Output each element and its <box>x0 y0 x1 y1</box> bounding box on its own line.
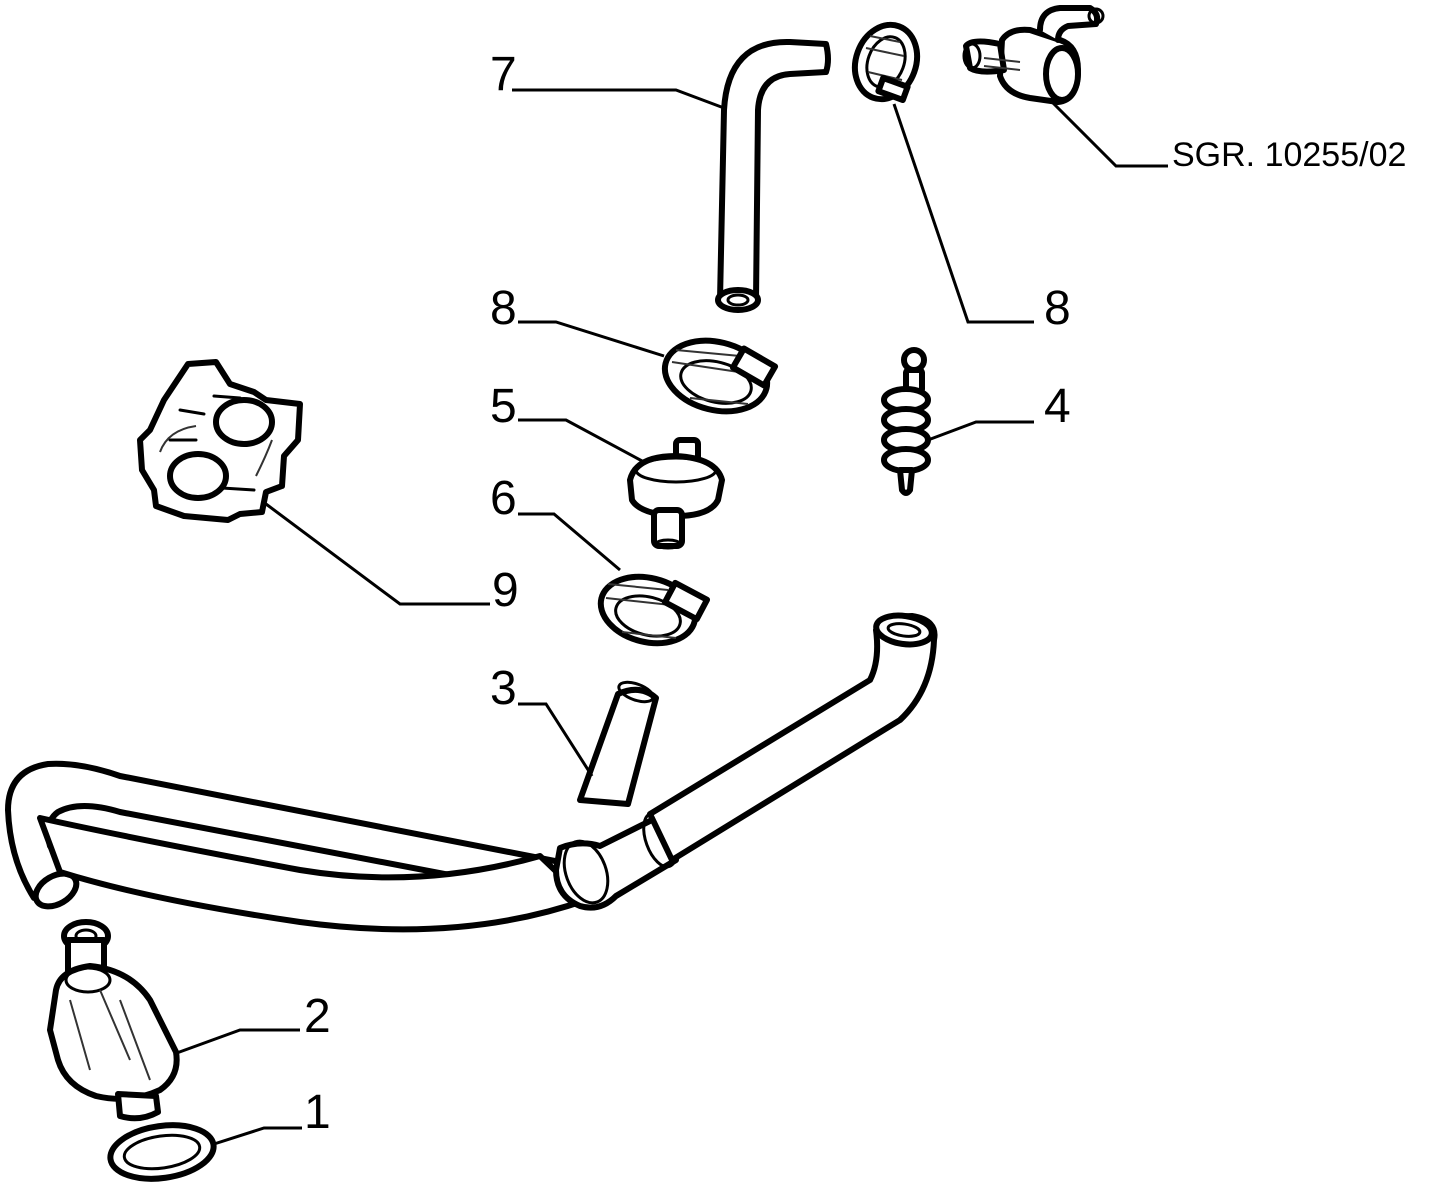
leader-1 <box>213 1126 302 1146</box>
part-8-clamp-middle <box>661 337 779 415</box>
leader-5 <box>518 418 645 464</box>
callout-5: 5 <box>490 380 517 433</box>
callout-1: 1 <box>304 1086 331 1139</box>
part-6-clamp <box>597 573 711 647</box>
callout-8-top: 8 <box>1044 282 1071 335</box>
callout-2: 2 <box>304 990 331 1043</box>
leader-8-middle <box>518 320 665 358</box>
leader-6 <box>518 512 621 572</box>
leader-9 <box>265 502 490 606</box>
part-2-cap <box>47 919 180 1122</box>
callout-4: 4 <box>1044 380 1071 433</box>
leader-3 <box>518 702 594 777</box>
part-8-clamp-top <box>851 21 921 104</box>
leader-2 <box>173 1028 300 1056</box>
part-3-hose-assembly <box>5 612 938 933</box>
leader-ref <box>1048 98 1168 168</box>
part-9-bracket <box>137 359 303 523</box>
part-4-bleeder <box>881 347 931 496</box>
callout-8-middle: 8 <box>490 282 517 335</box>
leader-lines <box>173 88 1168 1146</box>
part-5-valve <box>627 437 725 550</box>
callout-9: 9 <box>492 564 519 617</box>
part-7-hose <box>715 38 831 313</box>
leader-4 <box>927 420 1034 442</box>
callout-7: 7 <box>490 48 517 101</box>
part-1-seal <box>107 1122 217 1182</box>
callout-3: 3 <box>490 662 517 715</box>
callout-6: 6 <box>490 472 517 525</box>
leader-8-top <box>892 103 1034 324</box>
callout-labels: 7 8 SGR. 10255/02 8 5 4 6 9 3 2 1 <box>304 48 1406 1139</box>
leader-7 <box>512 88 725 110</box>
reference-fitting <box>962 5 1105 105</box>
callout-reference: SGR. 10255/02 <box>1172 136 1406 174</box>
